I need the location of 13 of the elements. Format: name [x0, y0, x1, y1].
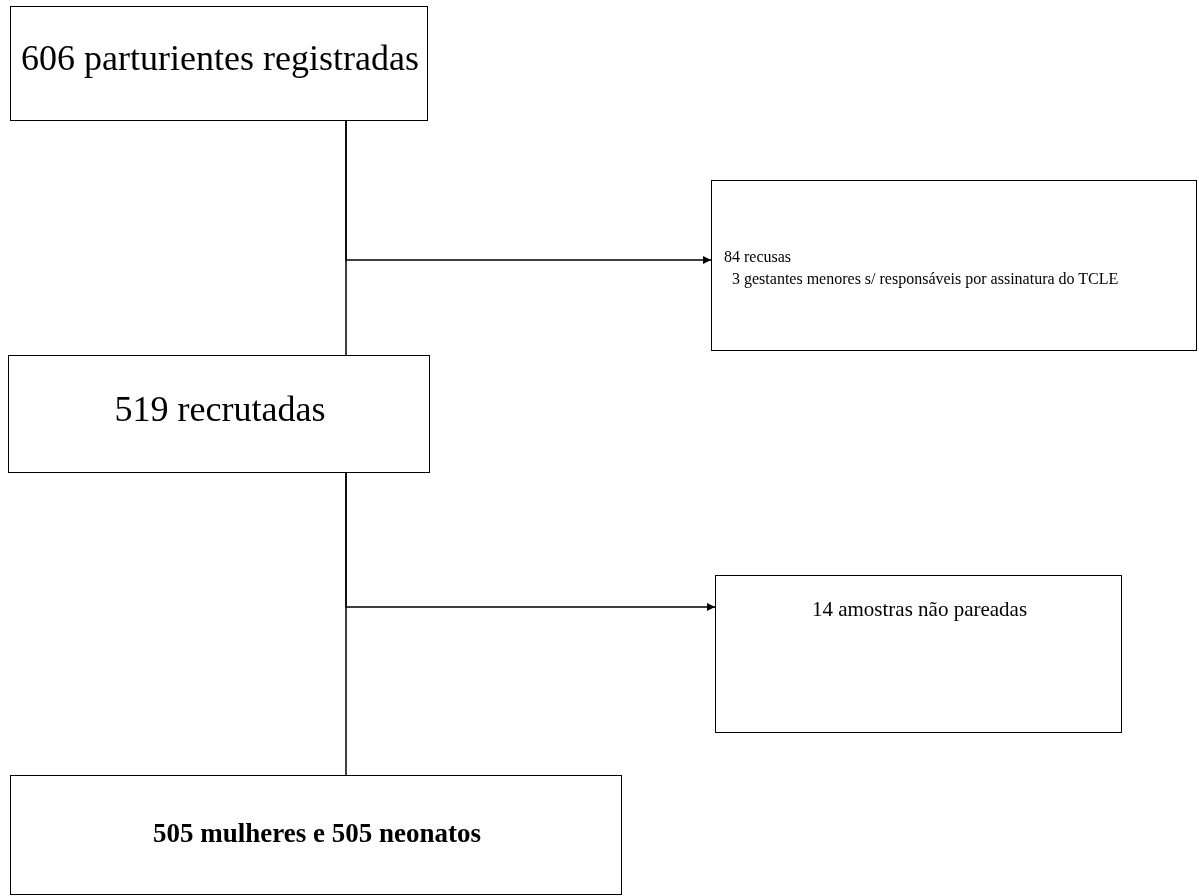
box-text: 3 gestantes menores s/ responsáveis por assinatura do TCLE — [731, 269, 1120, 290]
process-box — [10, 775, 622, 895]
process-box — [711, 180, 1197, 351]
process-box — [10, 6, 428, 121]
box-text: 519 recrutadas — [113, 388, 327, 431]
box-text: 505 mulheres e 505 neonatos — [152, 817, 482, 850]
box-text: 606 parturientes registradas — [20, 37, 420, 80]
box-text: 14 amostras não pareadas — [810, 596, 1029, 623]
box-text: 84 recusas — [724, 247, 793, 267]
process-box — [8, 355, 430, 473]
process-box — [715, 575, 1122, 733]
arrow — [345, 472, 716, 611]
arrow — [345, 120, 712, 264]
